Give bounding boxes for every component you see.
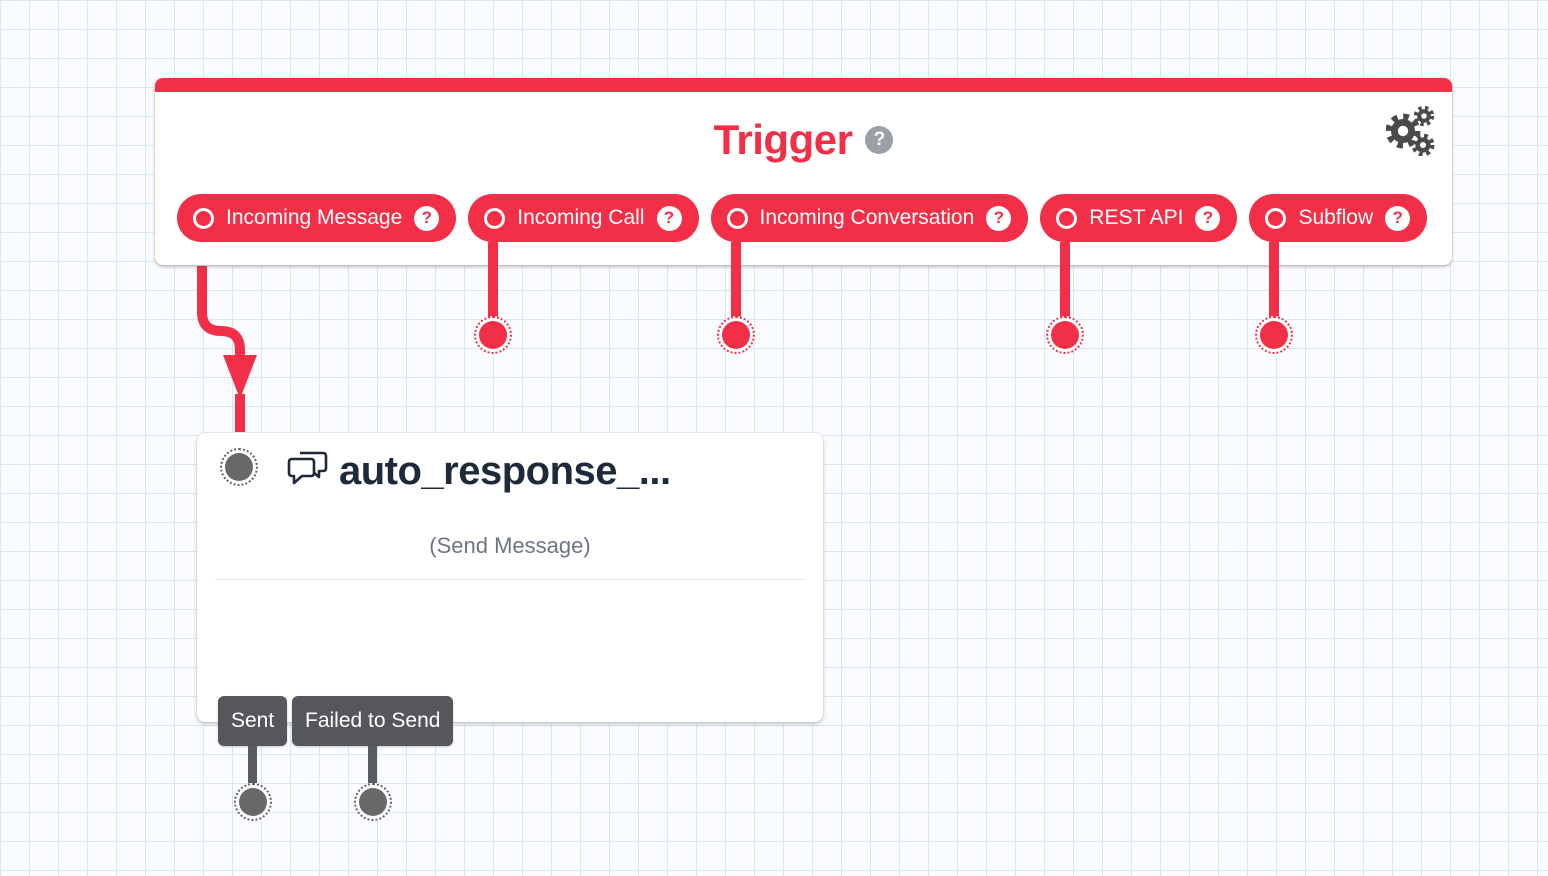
trigger-output-incoming-conversation: Incoming Conversation ? bbox=[710, 194, 1029, 354]
pill-incoming-conversation[interactable]: Incoming Conversation ? bbox=[710, 194, 1029, 242]
widget-output-sent: Sent bbox=[218, 696, 288, 821]
connector-dot-icon bbox=[238, 788, 267, 816]
output-connector-incoming-call[interactable] bbox=[474, 316, 513, 354]
connector-dot-icon bbox=[721, 321, 750, 349]
connector-dot-icon bbox=[1260, 321, 1289, 349]
circle-outline-icon bbox=[1265, 207, 1287, 229]
help-icon[interactable]: ? bbox=[1385, 205, 1411, 231]
output-badge-sent[interactable]: Sent bbox=[218, 696, 288, 746]
pill-label: Subflow bbox=[1298, 206, 1374, 229]
circle-outline-icon bbox=[193, 207, 214, 229]
trigger-header: Trigger ? bbox=[155, 114, 1452, 166]
pill-label: Incoming Call bbox=[517, 206, 645, 229]
connector-dot-icon bbox=[1051, 321, 1080, 349]
pill-incoming-message[interactable]: Incoming Message ? bbox=[177, 194, 457, 242]
connector-stub bbox=[1269, 242, 1280, 320]
pill-incoming-call[interactable]: Incoming Call ? bbox=[468, 194, 699, 242]
connector-stub bbox=[730, 242, 741, 320]
help-icon[interactable]: ? bbox=[414, 205, 440, 231]
trigger-output-subflow: Subflow ? bbox=[1249, 194, 1428, 354]
trigger-pill-row: Incoming Message ? Incoming Call ? Incom… bbox=[177, 194, 1428, 354]
trigger-widget[interactable]: Trigger ? Incoming Message ? bbox=[155, 78, 1452, 354]
trigger-output-incoming-message: Incoming Message ? bbox=[177, 194, 457, 242]
pill-rest-api[interactable]: REST API ? bbox=[1040, 194, 1238, 242]
divider bbox=[215, 579, 805, 580]
circle-outline-icon bbox=[1056, 207, 1078, 229]
pill-label: REST API bbox=[1089, 206, 1184, 229]
output-connector-failed-to-send[interactable] bbox=[353, 783, 392, 821]
widget-type-label: (Send Message) bbox=[429, 533, 591, 558]
trigger-accent-bar bbox=[155, 78, 1452, 92]
pill-label: Incoming Message bbox=[226, 206, 403, 229]
widget-title: auto_response_... bbox=[339, 449, 671, 493]
widget-input-connector[interactable] bbox=[220, 448, 258, 486]
arrowhead-icon bbox=[223, 355, 257, 399]
connector-stub bbox=[1060, 242, 1071, 320]
pill-subflow[interactable]: Subflow ? bbox=[1249, 194, 1428, 242]
circle-outline-icon bbox=[484, 207, 506, 229]
connector-dot-icon bbox=[479, 321, 508, 349]
trigger-title: Trigger bbox=[713, 116, 853, 163]
circle-outline-icon bbox=[726, 207, 748, 229]
widget-output-failed: Failed to Send bbox=[292, 696, 454, 821]
trigger-output-incoming-call: Incoming Call ? bbox=[468, 194, 699, 354]
connector-stub bbox=[248, 746, 258, 783]
settings-gears-icon[interactable] bbox=[1386, 104, 1436, 156]
send-message-widget[interactable]: auto_response_... (Send Message) bbox=[197, 433, 823, 722]
connector-dot-icon bbox=[225, 453, 253, 481]
trigger-output-rest-api: REST API ? bbox=[1040, 194, 1238, 354]
help-icon[interactable]: ? bbox=[865, 126, 894, 154]
connector-stub bbox=[488, 242, 499, 320]
help-icon[interactable]: ? bbox=[1195, 205, 1221, 231]
output-badge-failed-to-send[interactable]: Failed to Send bbox=[292, 696, 454, 746]
connector-stub bbox=[368, 746, 378, 783]
output-connector-subflow[interactable] bbox=[1255, 316, 1294, 354]
help-icon[interactable]: ? bbox=[656, 205, 682, 231]
pill-label: Incoming Conversation bbox=[759, 206, 975, 229]
output-connector-incoming-conversation[interactable] bbox=[716, 316, 755, 354]
connector-dot-icon bbox=[358, 788, 387, 816]
output-connector-rest-api[interactable] bbox=[1046, 316, 1085, 354]
output-connector-sent[interactable] bbox=[233, 783, 272, 821]
chat-bubbles-icon bbox=[287, 451, 328, 485]
help-icon[interactable]: ? bbox=[986, 205, 1012, 231]
